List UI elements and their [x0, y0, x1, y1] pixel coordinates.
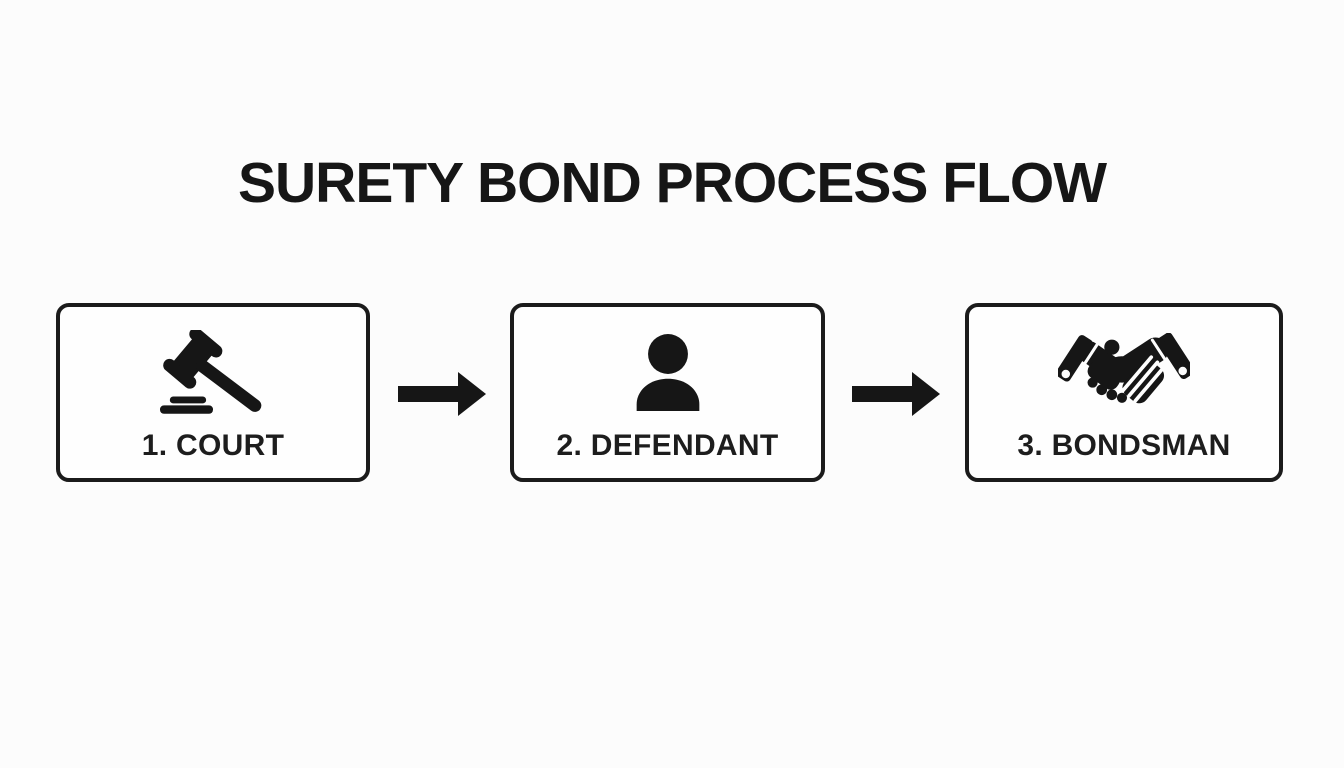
- step-box-court: 1. COURT: [56, 303, 370, 482]
- step-box-bondsman: 3. BONDSMAN: [965, 303, 1283, 482]
- person-icon: [630, 327, 706, 419]
- arrow-right-icon: [852, 372, 940, 416]
- gavel-icon: [160, 327, 266, 419]
- arrow-right-icon: [398, 372, 486, 416]
- step-label-bondsman: 3. BONDSMAN: [1017, 429, 1231, 462]
- step-box-defendant: 2. DEFENDANT: [510, 303, 825, 482]
- step-label-court: 1. COURT: [141, 429, 285, 462]
- step-label-defendant: 2. DEFENDANT: [556, 429, 779, 462]
- page-title: SURETY BOND PROCESS FLOW: [237, 151, 1107, 215]
- handshake-icon: [1058, 327, 1190, 419]
